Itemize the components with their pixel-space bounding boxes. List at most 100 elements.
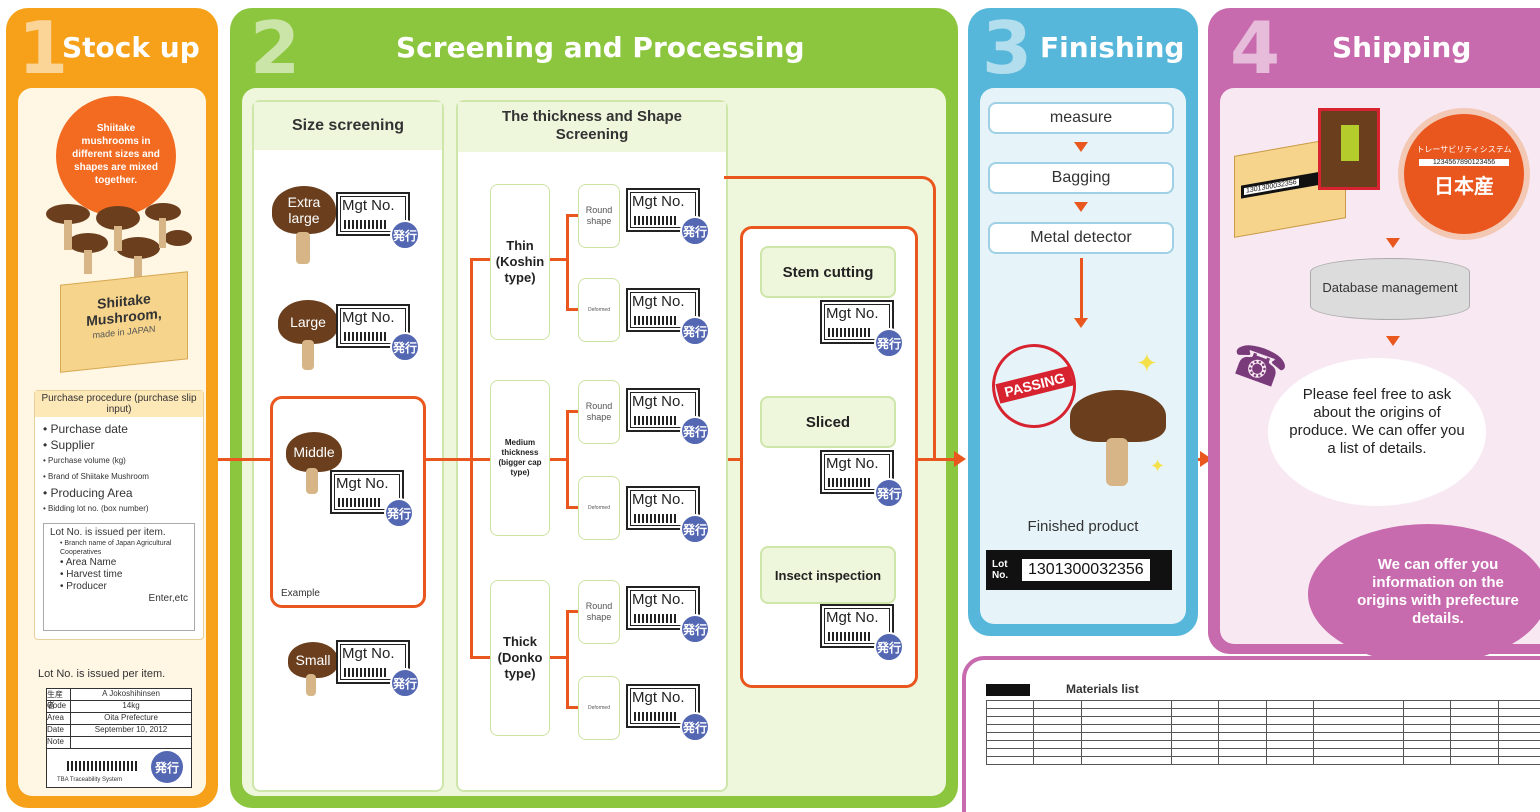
mgt-no-tag: Mgt No.発行 bbox=[820, 604, 906, 664]
bagging-step: Bagging bbox=[988, 162, 1174, 194]
shipping-body: 1301300032356 トレーサビリティシステム 1234567890123… bbox=[1220, 88, 1540, 664]
mgt-no-tag: Mgt No.発行 bbox=[626, 486, 712, 546]
thickness-screening-title: The thickness and Shape Screening bbox=[458, 102, 726, 152]
slip-row: Note bbox=[47, 737, 191, 749]
flow-line bbox=[550, 656, 566, 659]
thick-donko-label: Thick (Donko type) bbox=[490, 580, 550, 736]
flow-line bbox=[218, 458, 270, 461]
mgt-no-tag: Mgt No.発行 bbox=[336, 304, 422, 364]
sparkle-icon: ✦ bbox=[1150, 456, 1166, 476]
arrow-down-icon bbox=[1074, 202, 1088, 212]
deformed-label: Deformed bbox=[578, 476, 620, 540]
arrow-right-icon bbox=[954, 451, 966, 467]
mushroom-stem bbox=[1106, 438, 1128, 486]
screening-header: 2 Screening and Processing bbox=[230, 8, 958, 88]
flow-line bbox=[470, 656, 490, 659]
stock-up-panel: 1 Stock up Shiitake mushrooms in differe… bbox=[6, 8, 218, 808]
mgt-no-tag: Mgt No.発行 bbox=[820, 300, 906, 360]
table-row bbox=[985, 732, 1540, 741]
lot-item: • Harvest time bbox=[60, 569, 123, 580]
slip-footer: TBA Traceability System bbox=[57, 777, 123, 783]
lot-caption: Lot No. is issued per item. bbox=[38, 668, 166, 680]
round-shape-label: Round shape bbox=[578, 184, 620, 248]
flow-line bbox=[550, 458, 566, 461]
flow-line bbox=[566, 214, 569, 310]
tray-label bbox=[1341, 125, 1359, 161]
database-label: Database management bbox=[1322, 280, 1458, 295]
lot-item: • Branch name of Japan Agricultural Coop… bbox=[60, 540, 172, 556]
origin-info-bubble: We can offer you information on the orig… bbox=[1308, 524, 1540, 664]
flow-line bbox=[918, 458, 954, 461]
origin-sticker: トレーサビリティシステム 1234567890123456 日本産 bbox=[1398, 108, 1530, 240]
tray-pack-icon bbox=[1318, 108, 1380, 190]
sparkle-icon: ✦ bbox=[1136, 348, 1158, 378]
database-icon: Database management bbox=[1310, 258, 1470, 320]
flow-line bbox=[426, 458, 470, 461]
large-mushroom-icon: Large bbox=[278, 300, 338, 344]
mushroom-pile-icon bbox=[46, 203, 192, 278]
mushroom-stem bbox=[306, 468, 318, 494]
flow-line bbox=[550, 258, 566, 261]
finished-lot-plate: Lot No. 1301300032356 bbox=[986, 550, 1172, 590]
mgt-no-tag: Mgt No.発行 bbox=[626, 288, 712, 348]
round-shape-label: Round shape bbox=[578, 580, 620, 644]
extra-large-mushroom-icon: Extra large bbox=[272, 186, 336, 234]
shipping-header: 4 Shipping bbox=[1208, 8, 1540, 88]
lot-item: • Area Name bbox=[60, 557, 117, 568]
materials-panel: Materials list bbox=[962, 656, 1540, 812]
mgt-no-tag: Mgt No.発行 bbox=[626, 586, 712, 646]
mgt-no-tag: Mgt No.発行 bbox=[626, 188, 712, 248]
mgt-no-tag: Mgt No.発行 bbox=[626, 388, 712, 448]
sticker-code: 1234567890123456 bbox=[1419, 159, 1509, 166]
deformed-label: Deformed bbox=[578, 278, 620, 342]
sticker-origin: 日本産 bbox=[1434, 176, 1494, 198]
flow-line bbox=[566, 610, 578, 613]
mushroom-stem bbox=[302, 340, 314, 370]
flow-line bbox=[566, 410, 578, 413]
finishing-header: 3 Finishing bbox=[968, 8, 1198, 88]
flow-line bbox=[470, 258, 490, 261]
lot-item: • Producer bbox=[60, 581, 107, 592]
mgt-no-tag: Mgt No.発行 bbox=[336, 640, 422, 700]
middle-mushroom-icon: Middle bbox=[286, 432, 342, 472]
flow-line bbox=[566, 214, 578, 217]
lot-issue-box: Lot No. is issued per item. • Branch nam… bbox=[43, 523, 195, 631]
contact-speech-bubble: Please feel free to ask about the origin… bbox=[1268, 358, 1486, 506]
lot-enter-etc: Enter,etc bbox=[148, 593, 188, 604]
step-number: 2 bbox=[250, 6, 301, 90]
table-row bbox=[985, 700, 1540, 709]
lot-label: Lot No. bbox=[992, 559, 1009, 581]
flow-line bbox=[566, 410, 569, 508]
mushroom-stem bbox=[296, 232, 310, 264]
purchase-item: • Bidding lot no. (box number) bbox=[43, 504, 149, 513]
round-shape-label: Round shape bbox=[578, 380, 620, 444]
shiitake-box: Shiitake Mushroom, made in JAPAN bbox=[60, 271, 188, 373]
mixed-mushrooms-bubble: Shiitake mushrooms in different sizes an… bbox=[56, 96, 176, 216]
step-title: Stock up bbox=[62, 31, 200, 64]
purchase-item: • Purchase date bbox=[43, 422, 128, 436]
mgt-no-tag: Mgt No.発行 bbox=[820, 450, 906, 510]
step-number: 1 bbox=[18, 6, 69, 90]
purchase-item: • Brand of Shiitake Mushroom bbox=[43, 472, 149, 481]
stock-up-body: Shiitake mushrooms in different sizes an… bbox=[18, 88, 206, 796]
size-screening-title: Size screening bbox=[254, 102, 442, 150]
deformed-label: Deformed bbox=[578, 676, 620, 740]
table-row bbox=[985, 740, 1540, 749]
purchase-item: • Supplier bbox=[43, 438, 95, 452]
step-title: Finishing bbox=[1040, 31, 1185, 64]
materials-title: Materials list bbox=[1066, 682, 1139, 696]
stem-cutting-label: Stem cutting bbox=[760, 246, 896, 298]
mgt-no-tag: Mgt No.発行 bbox=[330, 470, 416, 530]
purchase-procedure-card: Purchase procedure (purchase slip input)… bbox=[34, 390, 204, 640]
stock-up-header: 1 Stock up bbox=[6, 8, 218, 88]
flow-line bbox=[566, 506, 578, 509]
thin-koshin-label: Thin (Koshin type) bbox=[490, 184, 550, 340]
shipping-panel: 4 Shipping 1301300032356 トレーサビリティシステム 12… bbox=[1208, 8, 1540, 664]
flow-line bbox=[728, 458, 742, 461]
table-row bbox=[985, 716, 1540, 725]
finishing-panel: 3 Finishing measure Bagging Metal detect… bbox=[968, 8, 1198, 636]
